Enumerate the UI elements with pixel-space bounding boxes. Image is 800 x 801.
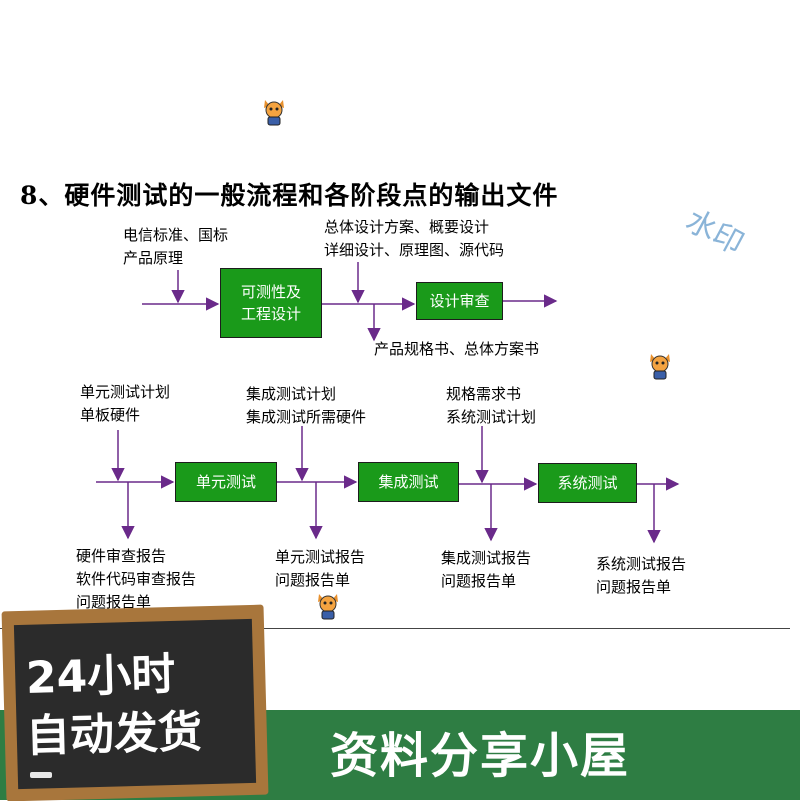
note-line: 问题报告单	[76, 593, 152, 611]
output-spec-docs: 产品规格书、总体方案书	[374, 338, 539, 361]
note-line: 问题报告单	[596, 578, 672, 596]
note-line: 系统测试计划	[446, 408, 537, 426]
note-line: 电信标准、国标	[123, 226, 229, 244]
output-review-reports: 硬件审查报告 软件代码审查报告 问题报告单	[76, 545, 196, 614]
input-integration-test: 集成测试计划 集成测试所需硬件	[246, 383, 366, 429]
box-label: 系统测试	[557, 474, 618, 492]
note-line: 集成测试所需硬件	[246, 408, 367, 426]
shop-name: 资料分享小屋	[330, 728, 631, 784]
box-label: 集成测试	[378, 473, 439, 491]
box-unit-test: 单元测试	[175, 462, 277, 502]
note-line: 集成测试计划	[246, 385, 337, 403]
note-line: 单元测试计划	[80, 383, 171, 401]
box-system-test: 系统测试	[538, 463, 637, 503]
box-label: 单元测试	[195, 473, 256, 491]
input-system-test: 规格需求书 系统测试计划	[446, 383, 536, 429]
note-line: 产品规格书、总体方案书	[374, 340, 540, 358]
board-line-1: 24小时	[25, 649, 176, 704]
chalkboard	[13, 618, 257, 790]
note-line: 总体设计方案、概要设计	[324, 218, 490, 236]
input-unit-test: 单元测试计划 单板硬件	[80, 381, 170, 427]
output-system-reports: 系统测试报告 问题报告单	[596, 553, 686, 599]
note-line: 单板硬件	[80, 406, 141, 424]
box-label: 设计审查	[429, 292, 490, 310]
output-unit-reports: 单元测试报告 问题报告单	[275, 546, 365, 592]
chalk-icon	[30, 772, 52, 778]
note-line: 软件代码审查报告	[76, 570, 197, 588]
box-integration-test: 集成测试	[358, 462, 459, 502]
box-testability-design: 可测性及 工程设计	[220, 268, 322, 338]
box-label: 工程设计	[240, 305, 301, 323]
mascot-icon	[264, 100, 284, 126]
note-line: 单元测试报告	[275, 548, 366, 566]
mascot-icon	[650, 354, 670, 380]
box-label: 可测性及	[240, 283, 301, 301]
divider-line	[0, 628, 790, 629]
note-line: 详细设计、原理图、源代码	[324, 241, 505, 259]
input-design-docs: 总体设计方案、概要设计 详细设计、原理图、源代码	[324, 216, 504, 262]
note-line: 问题报告单	[441, 572, 517, 590]
page-title: 8、硬件测试的一般流程和各阶段点的输出文件	[20, 181, 559, 210]
note-line: 规格需求书	[446, 385, 522, 403]
note-line: 硬件审查报告	[76, 547, 167, 565]
input-standards: 电信标准、国标 产品原理	[123, 224, 228, 270]
note-line: 产品原理	[123, 249, 184, 267]
box-design-review: 设计审查	[416, 282, 503, 320]
board-line-2: 自动发货	[25, 706, 203, 763]
note-line: 集成测试报告	[441, 549, 532, 567]
mascot-icon	[318, 594, 338, 620]
note-line: 系统测试报告	[596, 555, 687, 573]
output-integration-reports: 集成测试报告 问题报告单	[441, 547, 531, 593]
note-line: 问题报告单	[275, 571, 351, 589]
